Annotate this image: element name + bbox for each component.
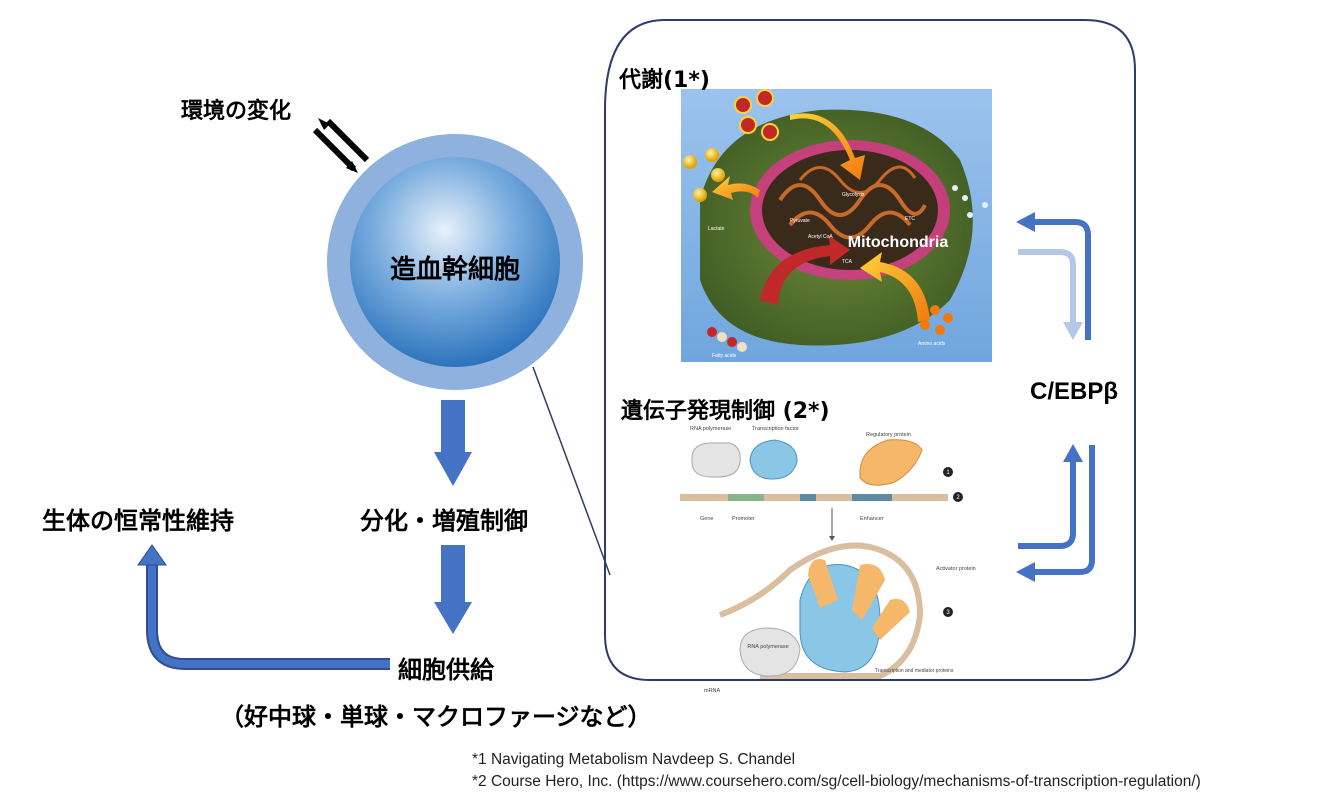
amino-acids-label: Amino acids — [918, 341, 946, 347]
metabolism-figure: Mitochondria Glycolysis ETC TCA Pyruvate… — [681, 89, 992, 362]
step-2-label: 2 — [956, 495, 960, 501]
detail-box — [604, 19, 1136, 681]
callout-line — [532, 366, 611, 576]
transcription-mediator-label: Transcription and mediator proteins — [875, 668, 954, 674]
rna-polymerase-label: RNA polymerase — [690, 426, 731, 432]
step-3-label: 3 — [946, 610, 950, 616]
cell-types-label: （好中球・単球・マクロファージなど） — [220, 703, 652, 731]
regulatory-protein-label: Regulatory protein — [866, 432, 911, 438]
stem-cell — [327, 134, 583, 390]
cebpb-gene-arrows — [1016, 444, 1095, 582]
env-exchange-arrows — [312, 118, 370, 173]
down-arrow-1 — [434, 400, 472, 486]
mrna-label: mRNA — [704, 688, 721, 694]
env-change-label: 環境の変化 — [181, 99, 292, 124]
references: *1 Navigating Metabolism Navdeep S. Chan… — [472, 749, 1201, 793]
stem-cell-label: 造血幹細胞 — [389, 255, 520, 285]
enhancer-label: Enhancer — [860, 516, 884, 522]
cebpb-label: C/EBPβ — [1030, 378, 1118, 405]
tca-label: TCA — [842, 259, 853, 265]
cebpb-metabolism-arrows — [1016, 212, 1091, 340]
transcription-factor-label: Transcription factor — [752, 426, 799, 432]
mitochondria-label: Mitochondria — [848, 234, 949, 251]
homeostasis-label: 生体の恒常性維持 — [42, 507, 234, 535]
fatty-acids-label: Fatty acids — [712, 353, 737, 359]
pyruvate-label: Pyruvate — [790, 218, 810, 224]
gene-expression-label: 遺伝子発現制御 (2*) — [621, 399, 830, 424]
activator-protein-label: Activator protein — [936, 566, 976, 572]
reference-1: *1 Navigating Metabolism Navdeep S. Chan… — [472, 751, 796, 768]
rna-polymerase-label-2: RNA polymerase — [747, 644, 788, 650]
reference-2: *2 Course Hero, Inc. (https://www.course… — [472, 773, 1201, 790]
cell-supply-label: 細胞供給 — [398, 656, 494, 684]
supply-to-homeostasis-arrow — [137, 544, 390, 670]
metabolism-label: 代謝(1*) — [619, 68, 710, 93]
acetyl-coa-label: Acetyl CoA — [808, 234, 833, 240]
promoter-label: Promoter — [732, 516, 755, 522]
down-arrow-2 — [434, 545, 472, 634]
differentiation-label: 分化・増殖制御 — [360, 507, 528, 535]
gene-regulation-figure: RNA polymerase Transcription factor Regu… — [680, 426, 976, 694]
lactate-label: Lactate — [708, 226, 725, 232]
glycolysis-label: Glycolysis — [842, 192, 865, 198]
gene-label: Gene — [700, 516, 713, 522]
etc-label: ETC — [905, 216, 915, 222]
step-1-label: 1 — [946, 470, 950, 476]
